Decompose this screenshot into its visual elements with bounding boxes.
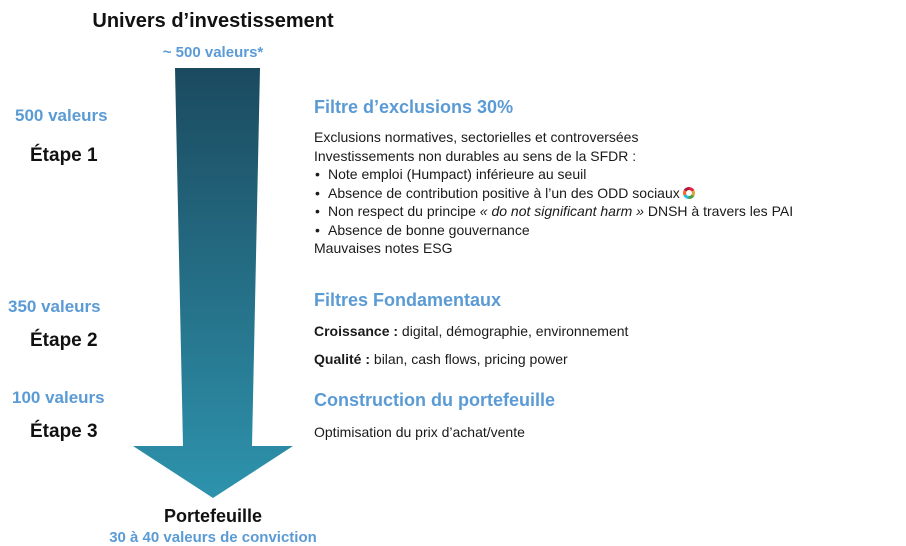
step2-count: 350 valeurs (8, 297, 101, 316)
step1-bullet-dnsh: Non respect du principe « do not signifi… (314, 202, 793, 221)
step1-bullet-dnsh-suffix: DNSH à travers les PAI (643, 203, 794, 219)
step3-label: Étape 3 (30, 421, 98, 442)
step3-heading: Construction du portefeuille (314, 390, 555, 410)
funnel-arrow-shape (133, 68, 293, 498)
step2-quality-text: bilan, cash flows, pricing power (370, 351, 568, 367)
step1-heading: Filtre d’exclusions 30% (314, 97, 514, 117)
step2-quality: Qualité : bilan, cash flows, pricing pow… (314, 350, 568, 369)
step3-line-optimisation: Optimisation du prix d’achat/vente (314, 424, 525, 440)
step1-bullet-odd-text: Absence de contribution positive à l’un … (328, 184, 680, 201)
step3-count: 100 valeurs (12, 388, 105, 407)
step2-heading: Filtres Fondamentaux (314, 290, 502, 310)
step2-label: Étape 2 (30, 330, 98, 351)
step1-bullet-dnsh-italic: « do not significant harm » (479, 203, 644, 219)
universe-subtitle: ~ 500 valeurs* (162, 44, 264, 61)
step1-count: 500 valeurs (15, 106, 108, 125)
universe-title: Univers d’investissement (92, 10, 334, 32)
step1-body: Exclusions normatives, sectorielles et c… (314, 128, 793, 258)
step1-bullet-humpact: Note emploi (Humpact) inférieure au seui… (314, 165, 793, 184)
sdg-wheel-icon (682, 186, 695, 199)
step1-bullet-governance: Absence de bonne gouvernance (314, 221, 793, 240)
step2-growth-key: Croissance : (314, 323, 399, 339)
step1-line-exclusions: Exclusions normatives, sectorielles et c… (314, 129, 639, 145)
portfolio-title: Portefeuille (163, 506, 263, 526)
step2-quality-key: Qualité : (314, 351, 371, 367)
step1-bullet-odd: Absence de contribution positive à l’un … (314, 184, 793, 203)
portfolio-subtitle: 30 à 40 valeurs de conviction (109, 529, 317, 546)
step1-line-esg: Mauvaises notes ESG (314, 240, 453, 256)
step2-growth-text: digital, démographie, environnement (398, 323, 629, 339)
step2-growth: Croissance : digital, démographie, envir… (314, 322, 628, 341)
step1-bullet-dnsh-prefix: Non respect du principe (328, 203, 476, 219)
step1-label: Étape 1 (30, 145, 98, 166)
step1-line-sfdr: Investissements non durables au sens de … (314, 147, 637, 164)
